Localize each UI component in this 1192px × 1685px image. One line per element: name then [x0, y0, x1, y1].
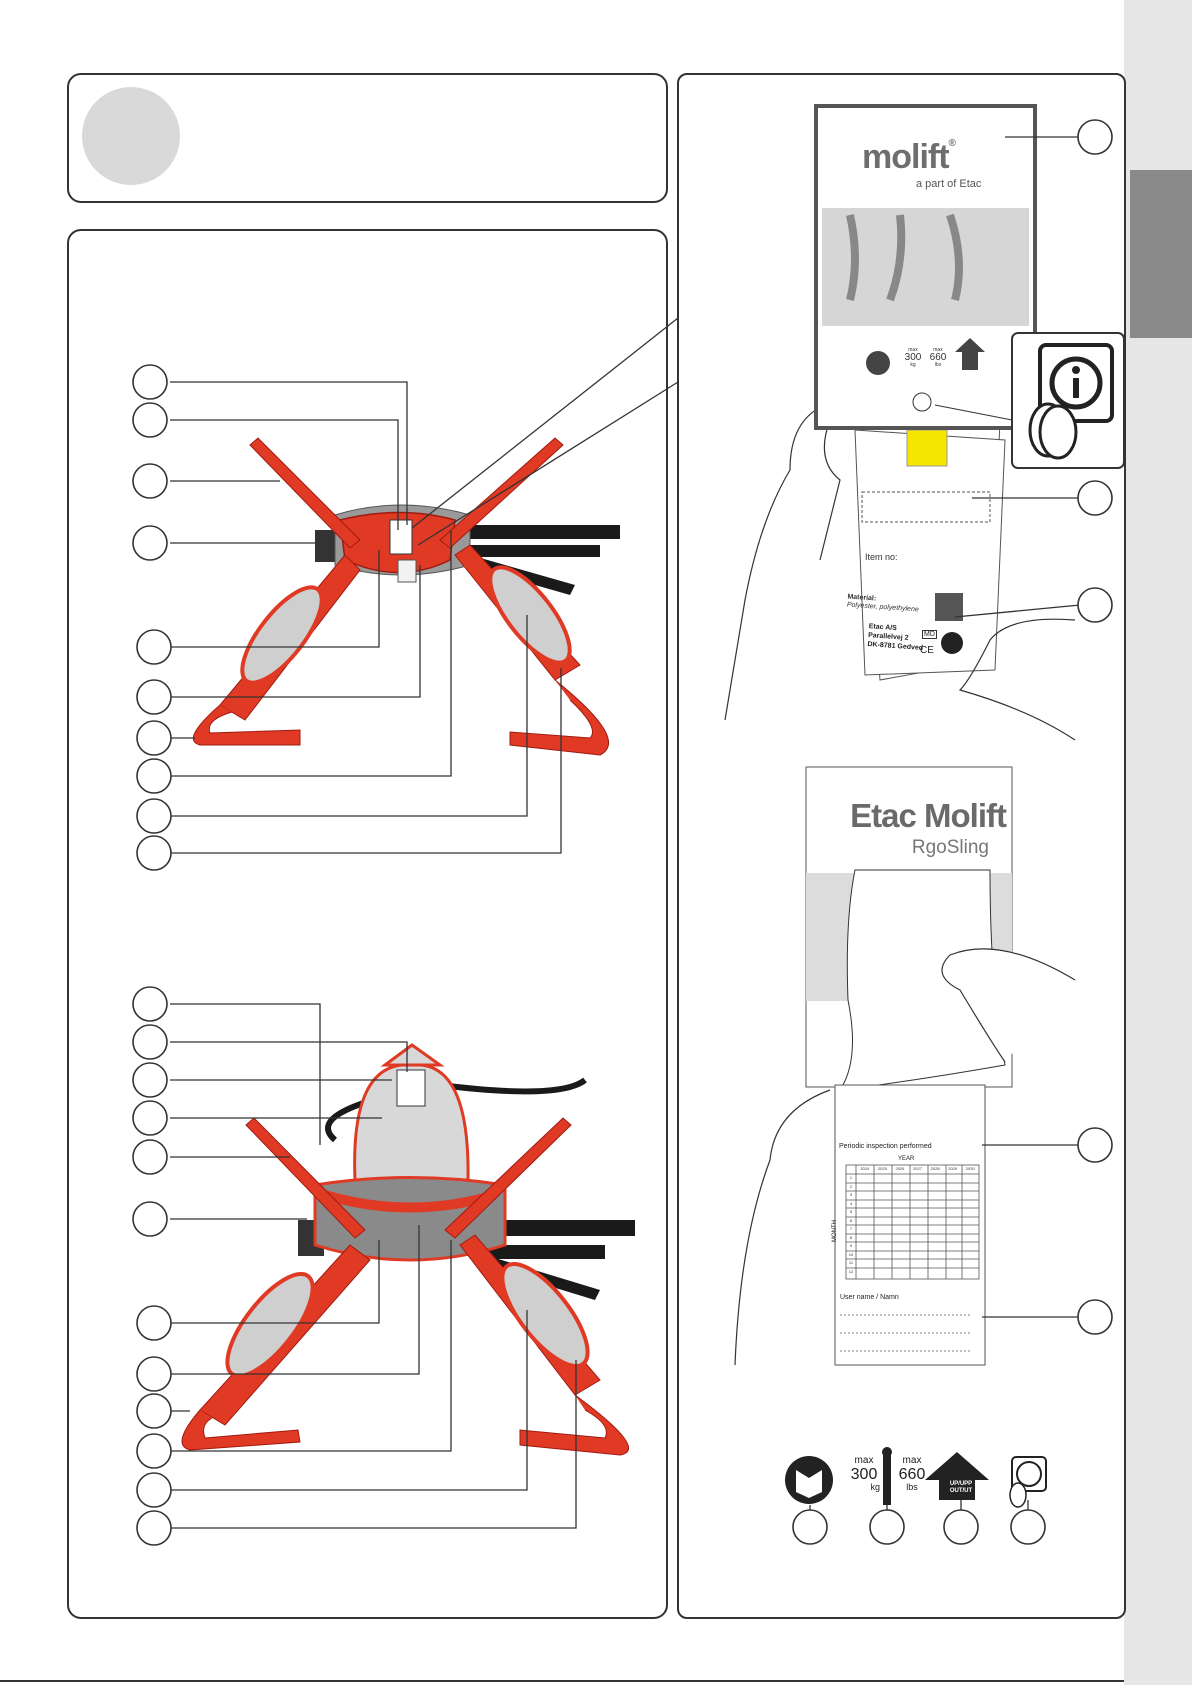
month-cell: 10 — [848, 1251, 854, 1257]
booklet-subtitle: RgoSling — [911, 837, 989, 858]
month-cell: 4 — [849, 1200, 853, 1206]
month-cell: 11 — [848, 1260, 854, 1265]
sling-bottom — [181, 1043, 635, 1456]
legend-max-lbs: max 660 lbs — [898, 1455, 926, 1493]
leader-lines-bottom — [170, 1003, 577, 1529]
ce-mark: CE — [920, 645, 934, 656]
inspection-grid — [845, 1164, 980, 1280]
month-cell: 1 — [849, 1175, 853, 1180]
year-cell: 2030 — [965, 1166, 975, 1171]
year-cell: 2026 — [895, 1166, 905, 1171]
section-number-circle — [82, 87, 180, 185]
leader-lines-top — [170, 381, 562, 854]
card-max-lbs: max 660 lbs — [929, 347, 947, 368]
month-cell: 2 — [849, 1183, 853, 1189]
year-cell: 2029 — [948, 1166, 958, 1171]
year-cell: 2024 — [860, 1166, 870, 1171]
year-cell: 2025 — [877, 1166, 887, 1171]
year-header-row: 2024 2025 2026 2027 2028 2029 2030 — [856, 1166, 979, 1174]
month-cell: 5 — [849, 1209, 853, 1214]
sling-top — [192, 437, 620, 756]
month-cell: 9 — [849, 1243, 853, 1248]
header-box — [67, 73, 668, 203]
year-label: YEAR — [898, 1156, 915, 1162]
month-cell: 12 — [848, 1268, 854, 1274]
booklet-title: Etac Molift — [850, 797, 1007, 834]
manufacturer-block: Etac A/S Parallelvej 2 DK-8781 Gedved — [867, 623, 924, 652]
callouts-bottom — [132, 986, 172, 1546]
inspection-heading: Periodic inspection performed — [839, 1143, 932, 1150]
month-cell: 3 — [849, 1192, 853, 1197]
brand-tagline: a part of Etac — [916, 178, 982, 190]
legend-icons-graphics — [785, 1447, 1047, 1545]
brand-logo: molift — [862, 138, 950, 176]
callouts-top — [132, 364, 172, 871]
sling-overview-box — [67, 229, 668, 1619]
legend-max-kg: max 300 kg — [850, 1455, 880, 1493]
year-cell: 2027 — [913, 1166, 922, 1171]
item-no-label: Item no: — [865, 552, 898, 562]
month-cell: 7 — [849, 1226, 853, 1231]
year-cell: 2028 — [930, 1166, 940, 1171]
callouts-right — [1077, 119, 1113, 1335]
month-label: MONTH — [832, 1220, 838, 1242]
booklet-illustration — [734, 766, 1076, 1366]
md-mark: MD — [922, 630, 937, 639]
user-name-label: User name / Namn — [840, 1294, 899, 1301]
page-bottom-rule — [0, 1680, 1124, 1682]
label-card-illustration — [724, 104, 1125, 741]
month-cell: 8 — [849, 1234, 853, 1240]
month-cell: 6 — [849, 1217, 853, 1223]
registered-mark: ® — [948, 138, 956, 149]
card-max-kg: max 300 kg — [904, 347, 922, 368]
legend-up-out-arrow-text: UP/UPP OUT/UT — [949, 1481, 973, 1495]
chapter-tab — [1130, 170, 1192, 338]
